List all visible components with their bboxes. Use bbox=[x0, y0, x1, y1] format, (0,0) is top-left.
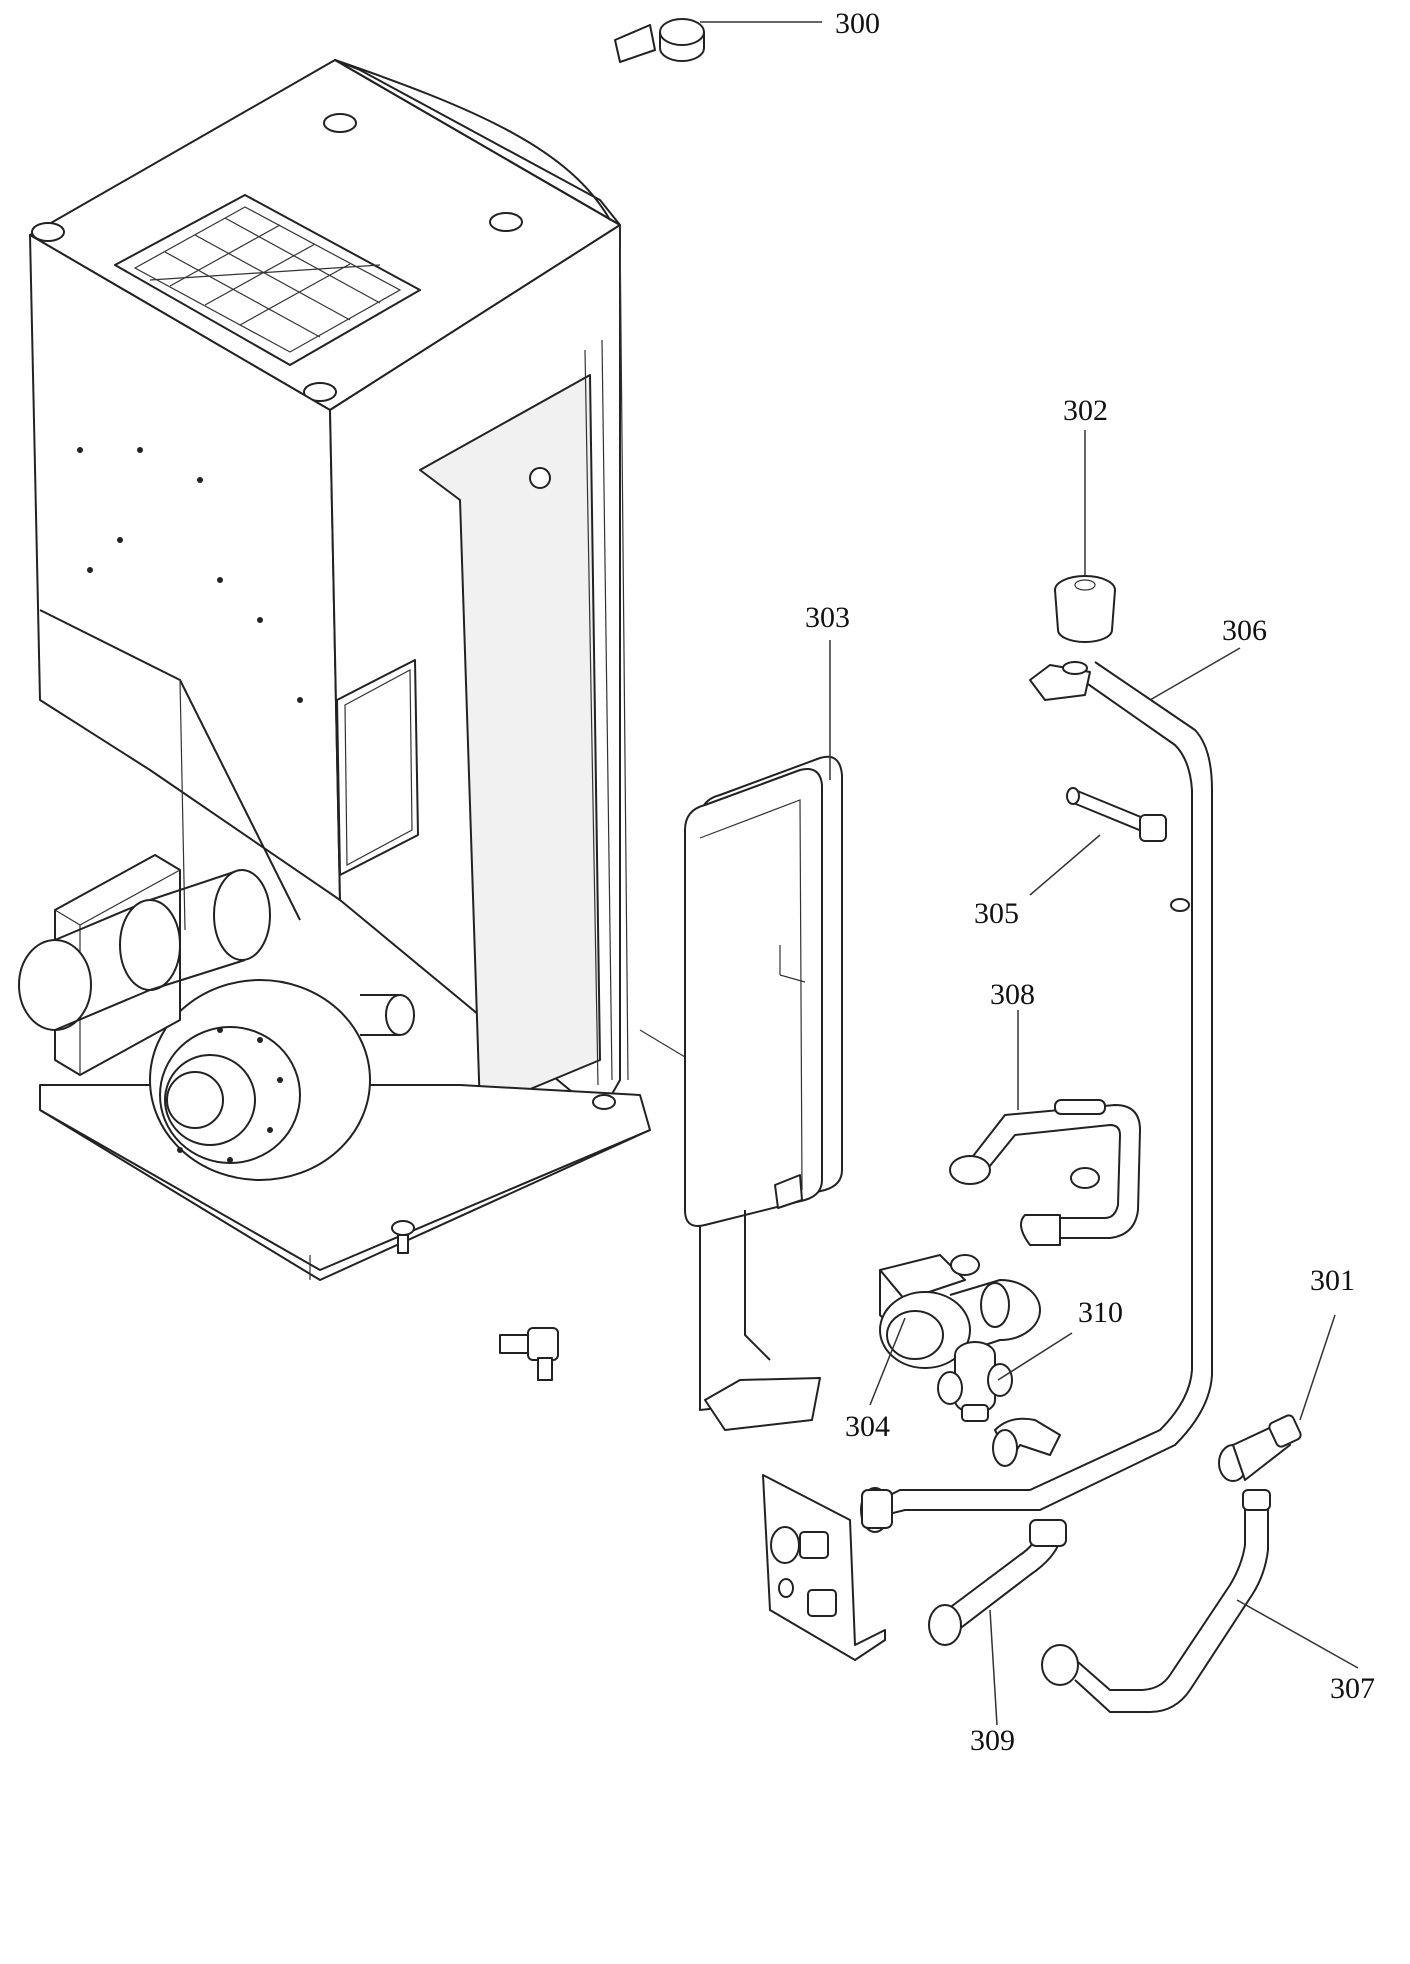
part-300-drawing bbox=[614, 18, 705, 63]
label-301: 301 bbox=[1310, 1264, 1355, 1297]
part-309-drawing bbox=[928, 1519, 1067, 1646]
label-308: 308 bbox=[990, 978, 1035, 1011]
label-310: 310 bbox=[1078, 1296, 1123, 1329]
part-308-drawing bbox=[949, 1099, 1141, 1246]
label-303: 303 bbox=[805, 601, 850, 634]
part-302-drawing bbox=[1054, 575, 1116, 643]
label-302: 302 bbox=[1063, 394, 1108, 427]
label-307: 307 bbox=[1330, 1672, 1375, 1705]
part-310-drawing bbox=[937, 1341, 1013, 1422]
boiler-unit bbox=[18, 59, 691, 1281]
leader-lines bbox=[700, 21, 1359, 1726]
part-301-drawing bbox=[1218, 1414, 1302, 1482]
part-305-drawing bbox=[1066, 787, 1167, 842]
connector-elbow bbox=[992, 1417, 1061, 1467]
label-305: 305 bbox=[974, 897, 1019, 930]
part-303-drawing bbox=[684, 755, 843, 1431]
drain-tap bbox=[499, 1327, 559, 1381]
part-304-drawing bbox=[879, 1254, 1041, 1369]
label-304: 304 bbox=[845, 1410, 890, 1443]
part-307-drawing bbox=[1041, 1489, 1271, 1713]
mounting-plate bbox=[762, 1474, 886, 1661]
part-306-drawing bbox=[860, 661, 1213, 1533]
label-300: 300 bbox=[835, 7, 880, 40]
label-309: 309 bbox=[970, 1724, 1015, 1757]
label-306: 306 bbox=[1222, 614, 1267, 647]
